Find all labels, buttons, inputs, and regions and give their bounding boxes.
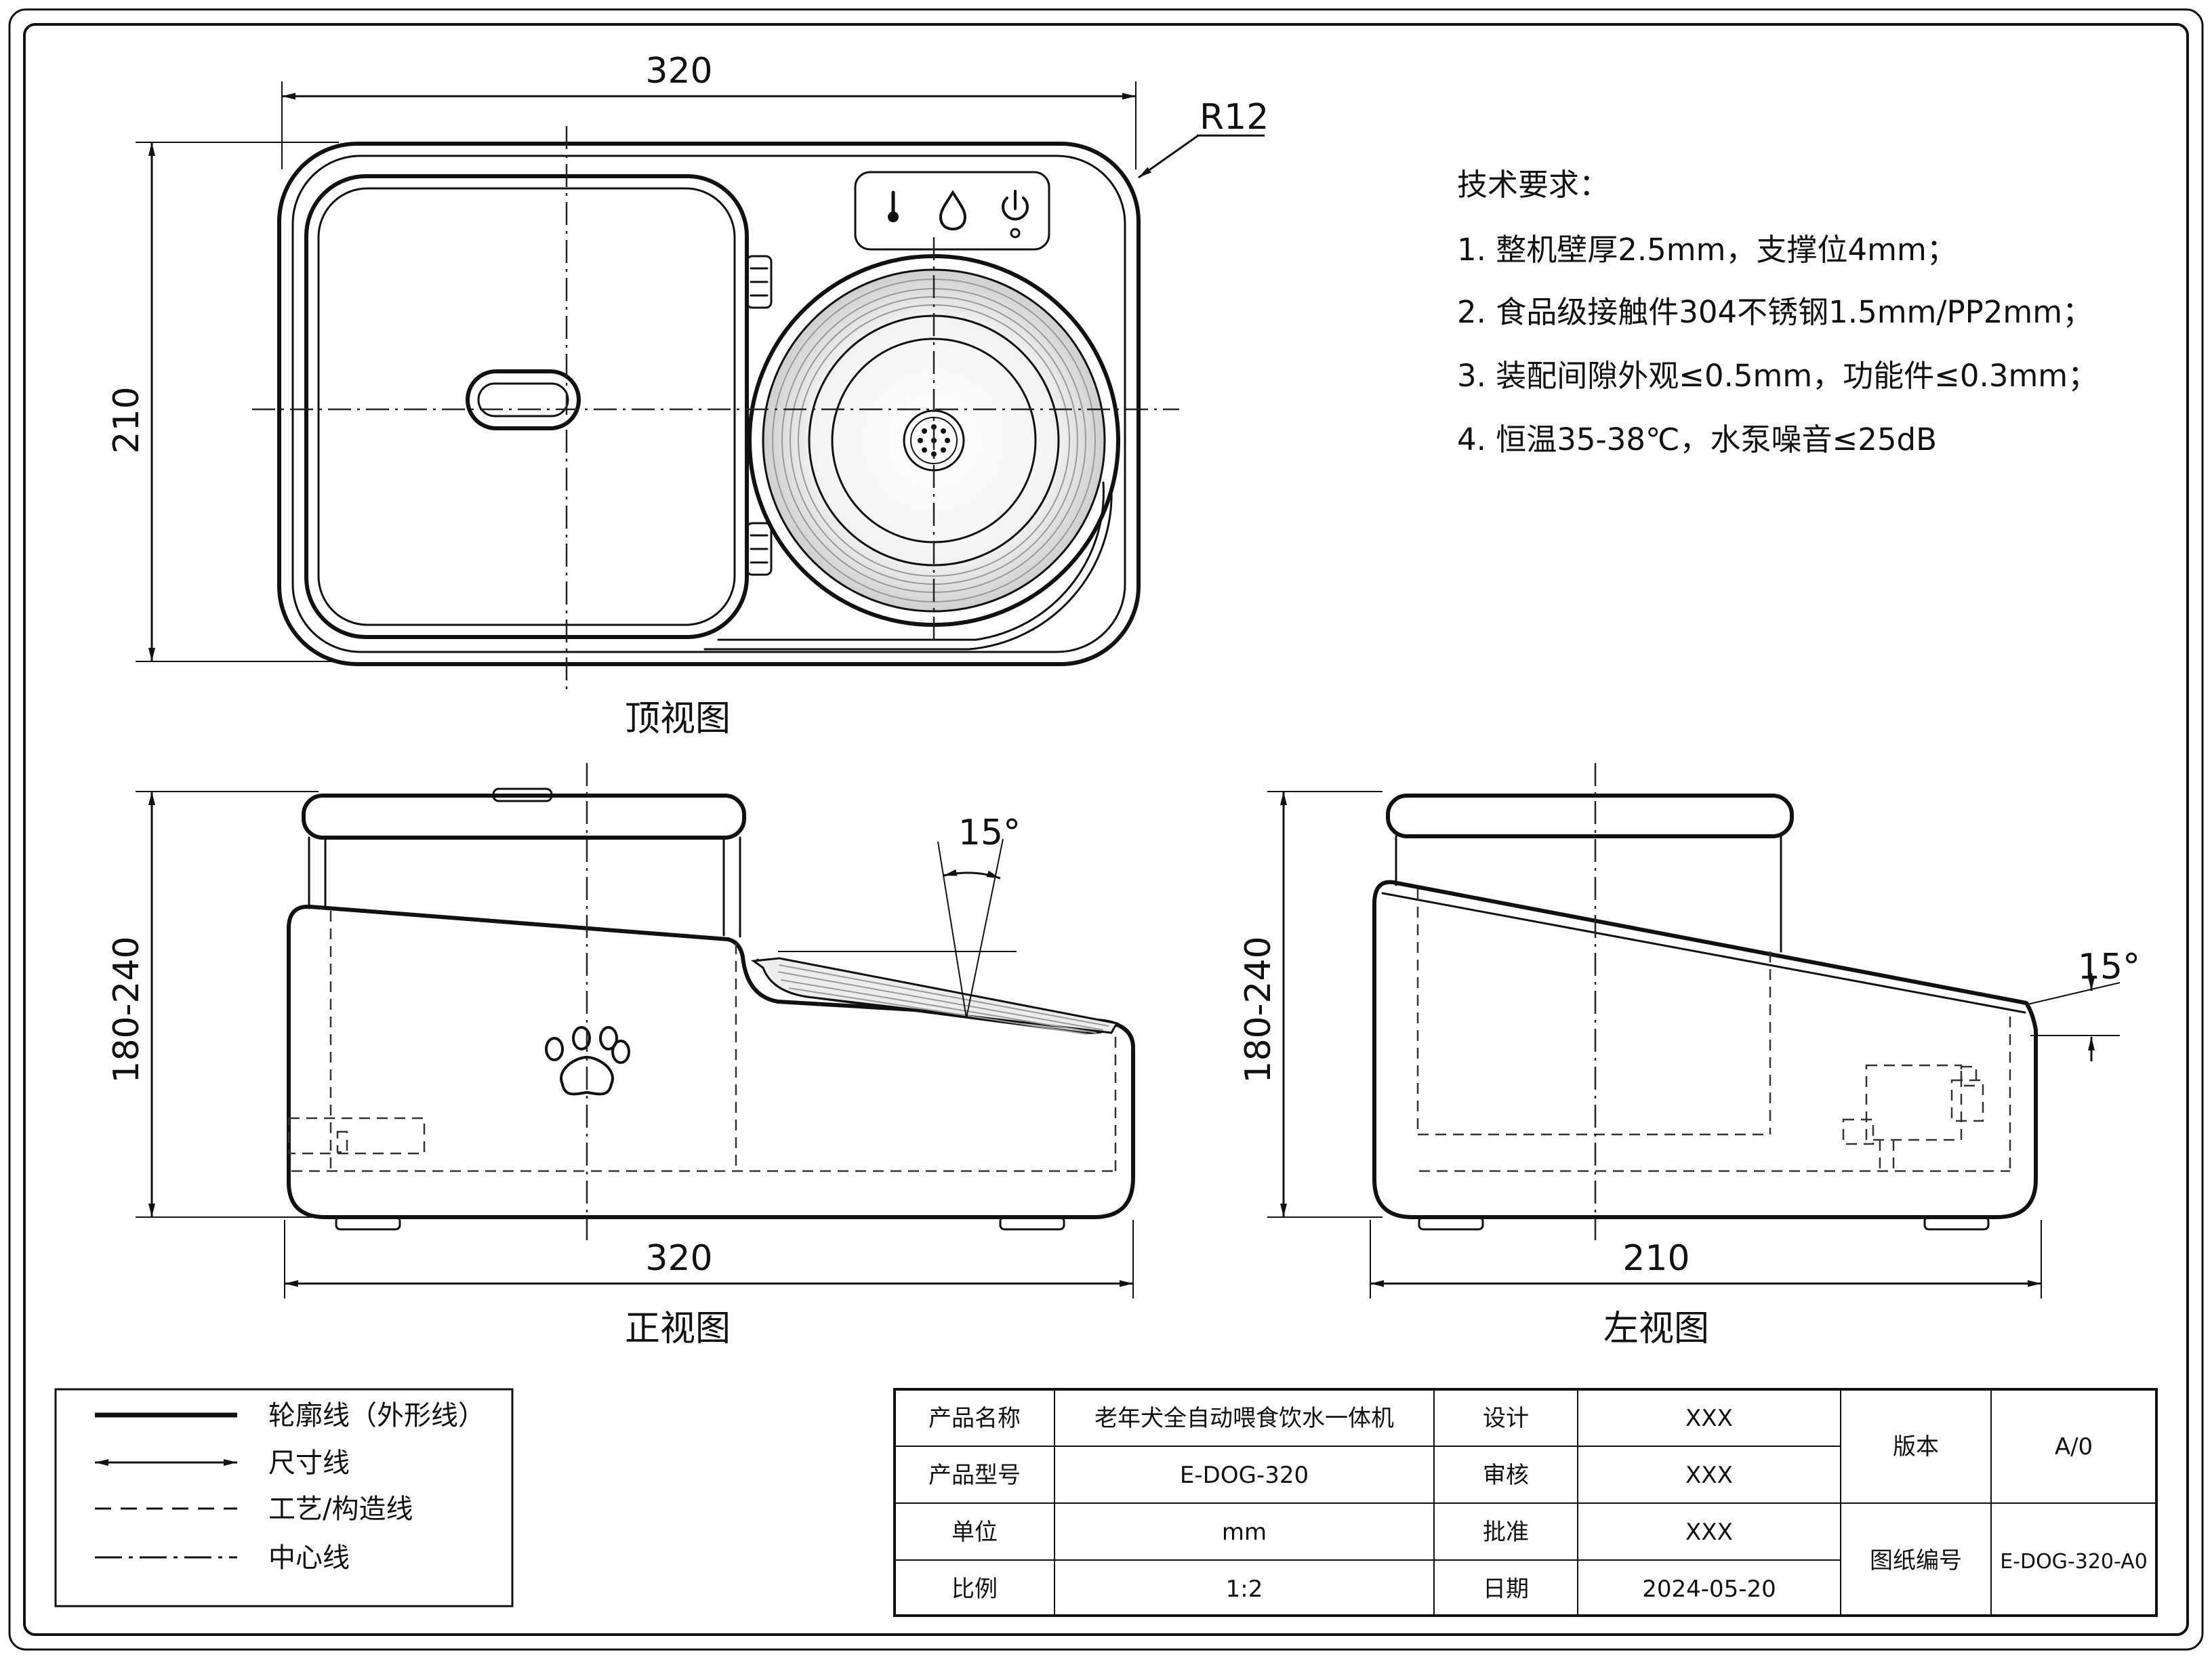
- left-view-title: 左视图: [1603, 1309, 1709, 1349]
- legend-label-construction: 工艺/构造线: [268, 1494, 413, 1525]
- hinge-lower: [745, 522, 773, 576]
- tb-scale-label: 比例: [951, 1576, 998, 1603]
- lid-handle: [466, 369, 581, 430]
- outer-frame: [8, 8, 2204, 1651]
- tb-scale: 1:2: [1226, 1576, 1263, 1603]
- front-foot-right: [999, 1216, 1065, 1231]
- front-steel-bowl: [750, 957, 1119, 1034]
- technical-requirements: 技术要求： 1. 整机壁厚2.5mm，支撑位4mm； 2. 食品级接触件304不…: [1457, 167, 2098, 457]
- tb-approve: XXX: [1685, 1519, 1733, 1546]
- title-block: 产品名称 老年犬全自动喂食饮水一体机 设计 XXX 产品型号 E-DOG-320…: [893, 1388, 2158, 1617]
- side-angle-label: 15°: [2078, 947, 2140, 987]
- front-width-label: 320: [645, 1238, 712, 1279]
- front-body-outline: [287, 904, 1135, 1219]
- side-height-label: 180-240: [1238, 936, 1279, 1083]
- tb-design-label: 设计: [1483, 1405, 1529, 1432]
- side-foot-right: [1923, 1216, 1990, 1231]
- tb-unit-label: 单位: [951, 1519, 998, 1546]
- side-pump-module: [1842, 1064, 1984, 1172]
- top-view: 320 210 R12: [106, 51, 1269, 739]
- control-panel: [854, 171, 1050, 251]
- front-internal-module: [287, 1117, 426, 1155]
- top-depth-label: 210: [106, 386, 147, 453]
- requirement-item-3: 3. 装配间隙外观≤0.5mm，功能件≤0.3mm；: [1457, 358, 2098, 394]
- front-foot-left: [335, 1216, 401, 1231]
- food-container-lid: [304, 174, 749, 639]
- requirement-item-1: 1. 整机壁厚2.5mm，支撑位4mm；: [1457, 232, 1957, 268]
- tb-version-label: 版本: [1893, 1433, 1939, 1460]
- tb-review-label: 审核: [1483, 1462, 1529, 1489]
- tb-approve-label: 批准: [1483, 1519, 1529, 1546]
- top-width-label: 320: [645, 51, 712, 91]
- side-container-lid: [1386, 794, 1794, 838]
- tb-model: E-DOG-320: [1180, 1462, 1309, 1489]
- hinge-upper: [745, 255, 773, 309]
- side-foot-left: [1418, 1216, 1484, 1231]
- front-angle-arc: [943, 869, 1001, 880]
- water-drop-icon: [939, 190, 967, 231]
- side-body-outline: [1372, 880, 2038, 1219]
- thermometer-icon: [888, 190, 899, 222]
- front-container-lid: [302, 794, 746, 840]
- line-legend: 轮廓线（外形线） 尺寸线 工艺/构造线 中心线: [54, 1388, 514, 1607]
- legend-label-dimension: 尺寸线: [268, 1448, 350, 1479]
- front-height-label: 180-240: [106, 936, 147, 1083]
- side-width-label: 210: [1622, 1238, 1689, 1279]
- power-icon: [1002, 190, 1029, 239]
- top-view-title: 顶视图: [625, 699, 731, 739]
- front-lid-handle: [492, 787, 553, 802]
- front-view: 180-240: [106, 763, 1135, 1349]
- tb-date-label: 日期: [1483, 1576, 1529, 1603]
- tb-drawing-no: E-DOG-320-A0: [2000, 1550, 2148, 1574]
- paw-logo-icon: [545, 1026, 630, 1096]
- left-view: 180-240 15°: [1238, 763, 2140, 1349]
- tb-design: XXX: [1685, 1405, 1733, 1432]
- requirement-item-2: 2. 食品级接触件304不锈钢1.5mm/PP2mm；: [1457, 294, 2093, 330]
- requirements-title: 技术要求：: [1457, 167, 1610, 203]
- corner-radius-label: R12: [1200, 97, 1269, 138]
- tb-product-name-label: 产品名称: [928, 1405, 1021, 1432]
- front-angle-label: 15°: [958, 813, 1021, 853]
- tb-model-label: 产品型号: [928, 1462, 1021, 1489]
- tb-date: 2024-05-20: [1642, 1576, 1776, 1603]
- requirement-item-4: 4. 恒温35-38℃，水泵噪音≤25dB: [1457, 422, 1937, 457]
- tb-product-name: 老年犬全自动喂食饮水一体机: [1094, 1405, 1394, 1432]
- tb-drawing-no-label: 图纸编号: [1870, 1547, 1962, 1574]
- legend-label-centerline: 中心线: [268, 1542, 350, 1574]
- legend-label-outline: 轮廓线（外形线）: [268, 1400, 485, 1431]
- top-housing-outline: [277, 142, 1141, 666]
- front-view-title: 正视图: [625, 1309, 731, 1349]
- corner-radius-leader: [1138, 134, 1199, 179]
- tb-unit: mm: [1222, 1519, 1267, 1546]
- tb-version: A/0: [2055, 1433, 2093, 1460]
- tb-review: XXX: [1685, 1462, 1733, 1489]
- inner-frame: [23, 23, 2189, 1636]
